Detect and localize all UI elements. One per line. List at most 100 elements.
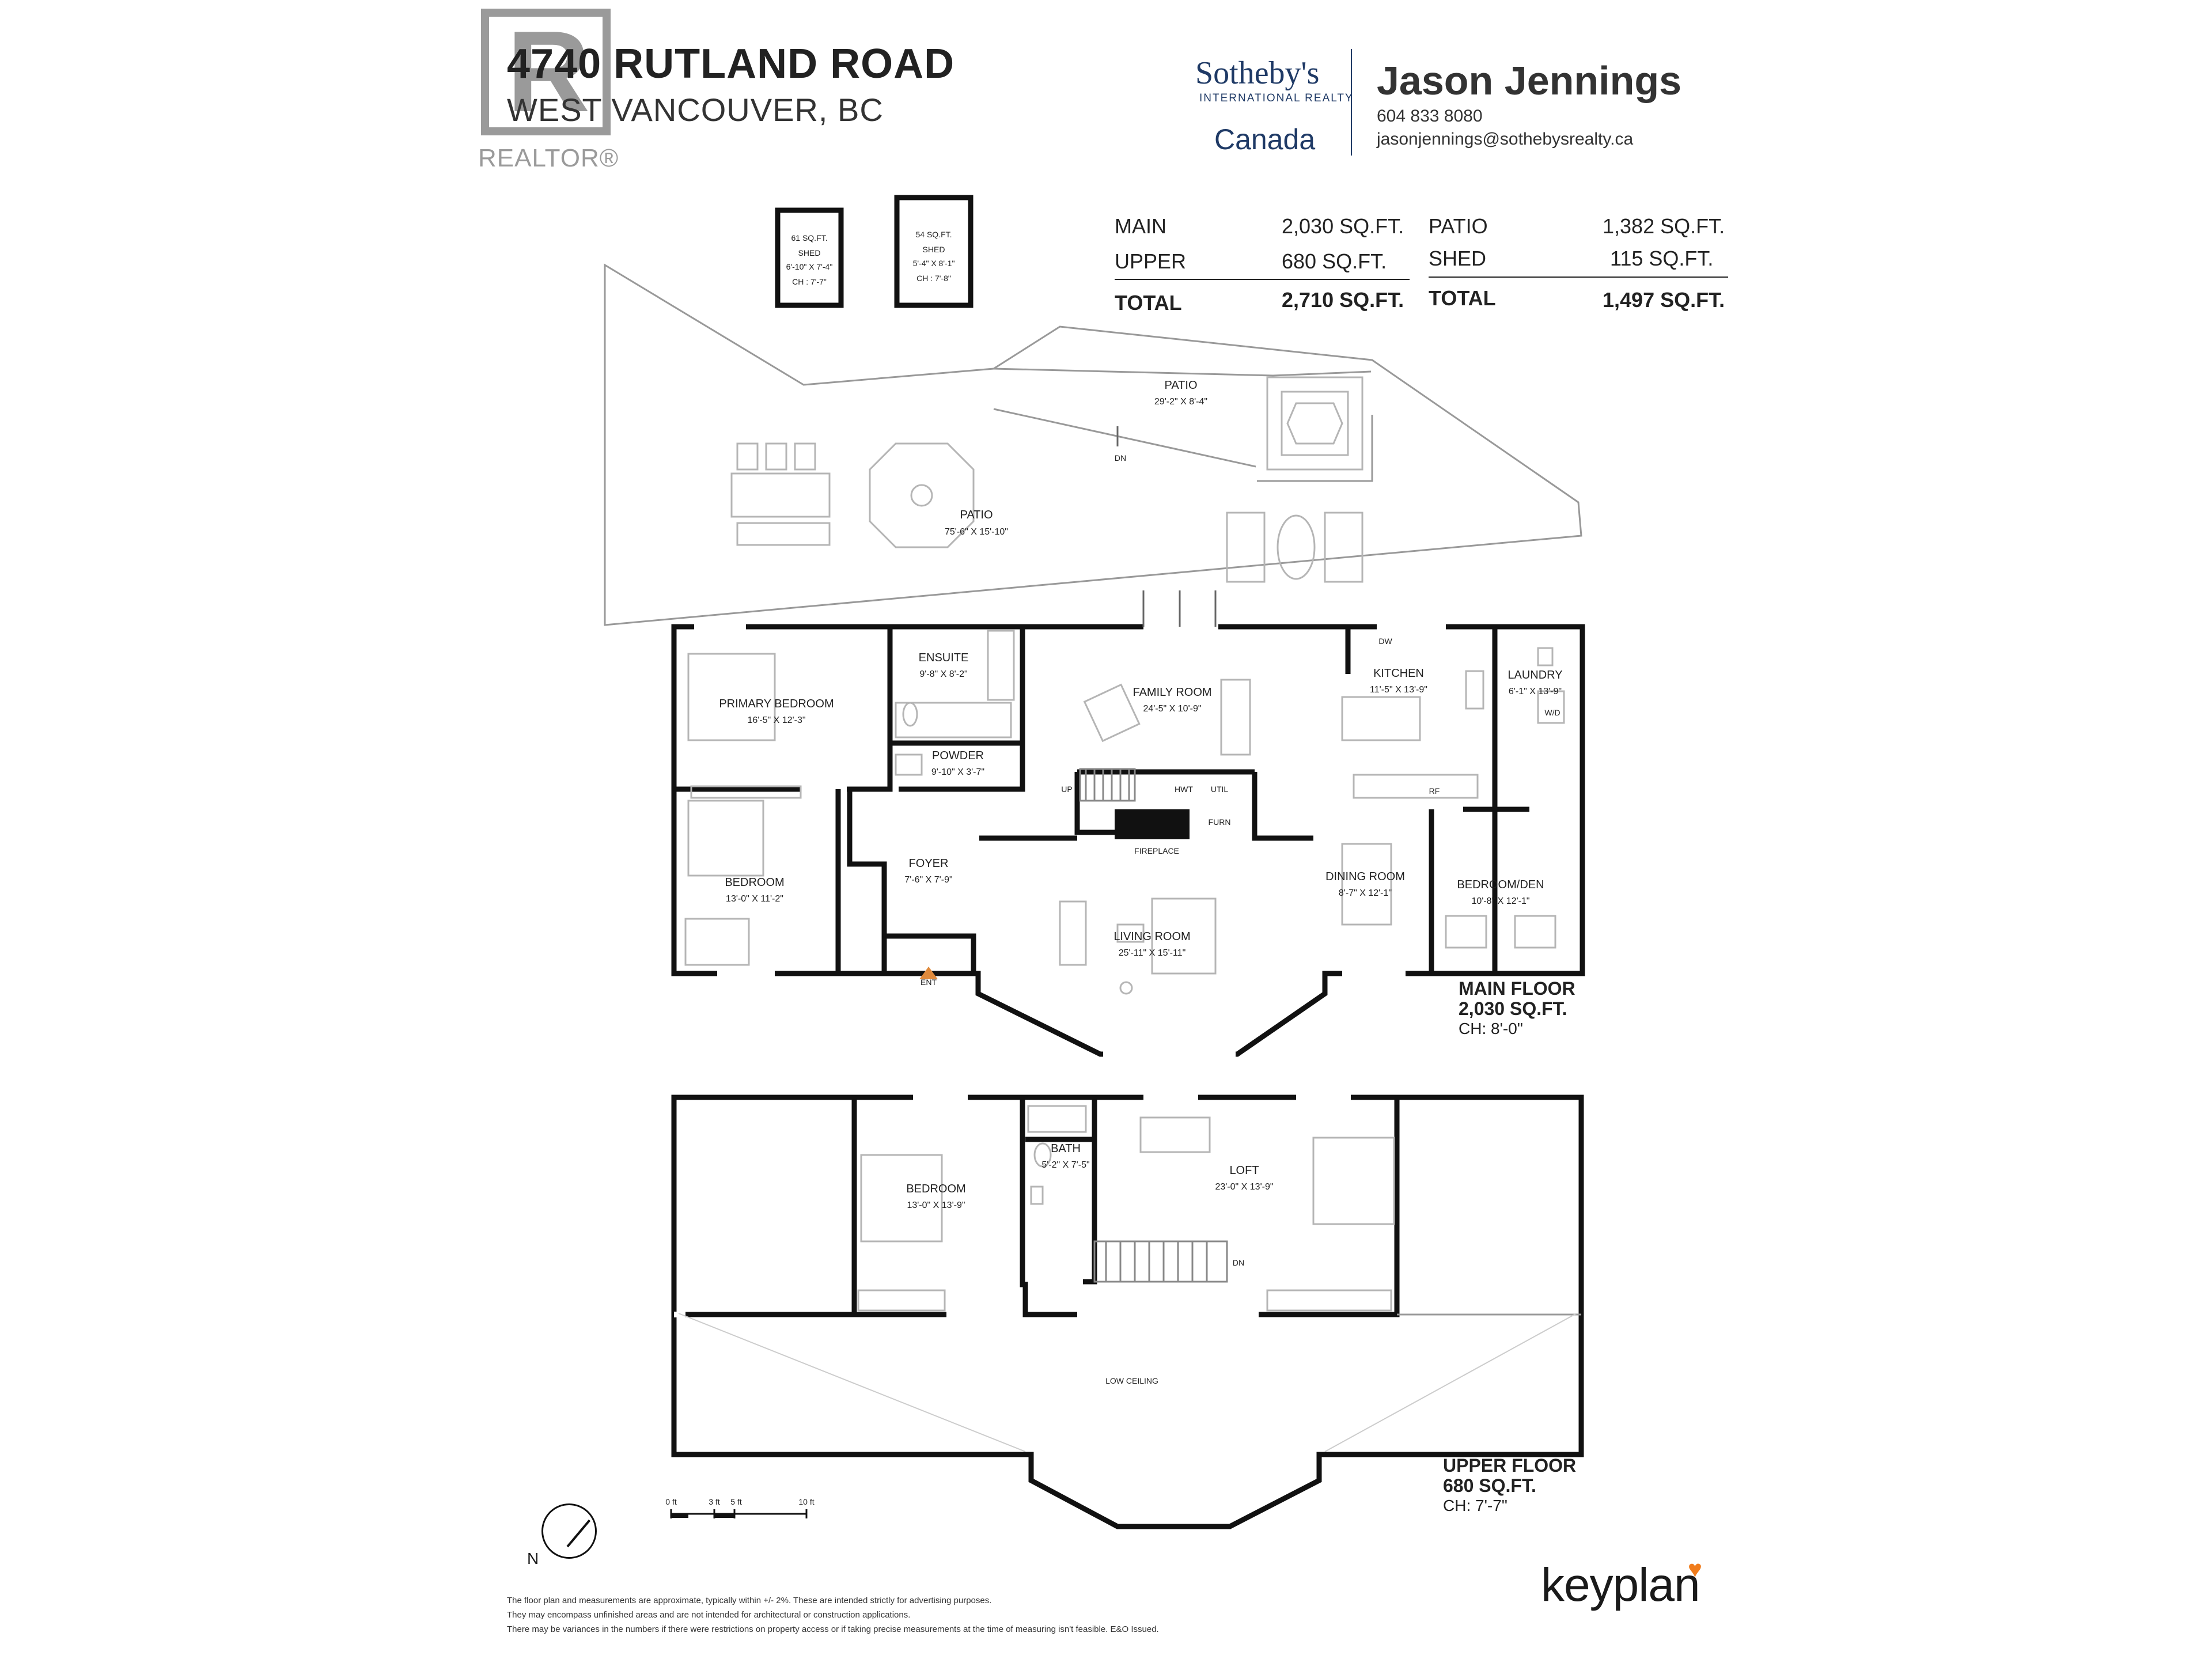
- scale-0: 0 ft: [665, 1497, 677, 1506]
- area-right-total-value: 1,497 SQ.FT.: [1603, 288, 1725, 312]
- area-patio-label: PATIO: [1429, 214, 1488, 238]
- disclaimer-line3: There may be variances in the numbers if…: [507, 1624, 1159, 1634]
- keyplan-logo: keyplan: [1541, 1559, 1700, 1611]
- area-upper-value: 680 SQ.FT.: [1282, 249, 1387, 273]
- address-line1: 4740 RUTLAND ROAD: [507, 41, 955, 87]
- area-shed-label: SHED: [1429, 247, 1487, 270]
- area-upper-label: UPPER: [1115, 249, 1187, 273]
- header-divider: [1351, 49, 1352, 156]
- label-upper-dn: DN: [1233, 1258, 1244, 1267]
- shed-2-ch: CH : 7'-8": [916, 274, 951, 283]
- agent-name: Jason Jennings: [1377, 58, 1682, 103]
- shed-1-area: 61 SQ.FT.: [791, 233, 827, 243]
- room-kitchen: KITCHEN: [1373, 667, 1424, 680]
- area-right-total-label: TOTAL: [1429, 286, 1496, 310]
- label-wd: W/D: [1544, 708, 1560, 717]
- room-powder: POWDER: [932, 749, 984, 762]
- compass-label: N: [527, 1550, 539, 1567]
- room-primary-bedroom-dims: 16'-5" X 12'-3": [747, 715, 805, 725]
- realtor-logo-frame: [481, 9, 611, 135]
- scale-5: 5 ft: [730, 1497, 742, 1506]
- scale-bar: 0 ft 3 ft 5 ft 10 ft: [665, 1497, 815, 1518]
- scale-10: 10 ft: [798, 1497, 814, 1506]
- upper-floor-area: 680 SQ.FT.: [1443, 1475, 1536, 1496]
- area-main-label: MAIN: [1115, 214, 1166, 238]
- shed-2-dims: 5'-4" X 8'-1": [913, 259, 955, 268]
- label-dw: DW: [1378, 637, 1392, 646]
- disclaimer-line1: The floor plan and measurements are appr…: [507, 1596, 992, 1605]
- room-bedroom-upper-dims: 13'-0" X 13'-9": [907, 1200, 965, 1210]
- room-ensuite: ENSUITE: [919, 652, 969, 664]
- shed-1: 61 SQ.FT. SHED 6'-10" X 7'-4" CH : 7'-7": [775, 207, 844, 308]
- room-dining-room: DINING ROOM: [1325, 870, 1405, 883]
- agent-email[interactable]: jasonjennings@sothebysrealty.ca: [1377, 130, 1634, 149]
- realtor-mark: REALTOR®: [478, 144, 619, 172]
- upper-floor-plan: BEDROOM 13'-0" X 13'-9" BATH 5'-2" X 7'-…: [671, 1094, 1584, 1529]
- patio-outline: PATIO 29'-2" X 8'-4" DN PATIO 75'-6" X 1…: [604, 263, 1582, 626]
- room-laundry: LAUNDRY: [1508, 669, 1562, 681]
- room-foyer-dims: 7'-6" X 7'-9": [904, 875, 952, 885]
- main-floor-plan: PRIMARY BEDROOM 16'-5" X 12'-3" ENSUITE …: [671, 590, 1585, 1058]
- room-powder-dims: 9'-10" X 3'-7": [931, 767, 984, 777]
- room-laundry-dims: 6'-1" X 13'-9": [1509, 687, 1562, 696]
- room-family-room-dims: 24'-5" X 10'-9": [1143, 704, 1201, 714]
- label-fireplace: FIREPLACE: [1134, 846, 1179, 855]
- area-shed-value: 115 SQ.FT.: [1610, 247, 1714, 270]
- room-living-room-dims: 25'-11" X 15'-11": [1119, 948, 1186, 958]
- patio-dn-label: DN: [1115, 453, 1126, 463]
- room-bedroom-den-dims: 10'-8" X 12'-1": [1471, 896, 1529, 906]
- patio-upper-name: PATIO: [1164, 379, 1197, 392]
- main-floor-title: MAIN FLOOR: [1459, 978, 1575, 999]
- shed-2-area: 54 SQ.FT.: [915, 230, 952, 239]
- room-loft: LOFT: [1229, 1164, 1259, 1177]
- label-rf: RF: [1429, 786, 1440, 796]
- compass-icon: [541, 1503, 597, 1559]
- brokerage-name: Sotheby's: [1195, 55, 1320, 91]
- room-bedroom-main-dims: 13'-0" X 11'-2": [726, 894, 783, 904]
- shed-1-ch: CH : 7'-7": [792, 277, 827, 286]
- room-family-room: FAMILY ROOM: [1132, 686, 1211, 699]
- label-low-ceiling: LOW CEILING: [1105, 1376, 1158, 1385]
- scale-3: 3 ft: [709, 1497, 720, 1506]
- shed-2: 54 SQ.FT. SHED 5'-4" X 8'-1" CH : 7'-8": [894, 195, 974, 308]
- upper-floor-ch: CH: 7'-7": [1443, 1497, 1508, 1514]
- entry-marker-icon: [919, 967, 938, 979]
- patio-main-dims: 75'-6" X 15'-10": [945, 527, 1008, 537]
- label-up: UP: [1061, 785, 1072, 794]
- label-util: UTIL: [1211, 785, 1229, 794]
- area-left-total-label: TOTAL: [1115, 291, 1182, 315]
- room-bath-upper: BATH: [1051, 1142, 1081, 1155]
- label-ent: ENT: [921, 978, 937, 987]
- room-primary-bedroom: PRIMARY BEDROOM: [719, 698, 834, 710]
- room-living-room: LIVING ROOM: [1113, 930, 1190, 943]
- room-bedroom-main: BEDROOM: [725, 876, 784, 889]
- upper-floor-title: UPPER FLOOR: [1443, 1455, 1576, 1476]
- room-bedroom-den: BEDROOM/DEN: [1457, 878, 1544, 891]
- disclaimer-line2: They may encompass unfinished areas and …: [507, 1610, 911, 1620]
- brokerage-country: Canada: [1214, 123, 1316, 156]
- realtor-logo-icon: R: [507, 7, 590, 136]
- shed-1-name: SHED: [798, 248, 821, 257]
- shed-2-name: SHED: [923, 245, 945, 254]
- main-floor-area: 2,030 SQ.FT.: [1459, 998, 1567, 1019]
- room-loft-dims: 23'-0" X 13'-9": [1215, 1182, 1273, 1192]
- area-patio-value: 1,382 SQ.FT.: [1603, 214, 1725, 238]
- area-left-total-value: 2,710 SQ.FT.: [1282, 288, 1404, 312]
- main-floor-ch: CH: 8'-0": [1459, 1020, 1523, 1037]
- address-line2: WEST VANCOUVER, BC: [507, 92, 884, 128]
- room-bath-upper-dims: 5'-2" X 7'-5": [1041, 1160, 1089, 1170]
- patio-main-name: PATIO: [960, 509, 993, 521]
- label-hwt: HWT: [1175, 785, 1193, 794]
- keyplan-heart-icon: ♥: [1688, 1555, 1702, 1582]
- room-dining-room-dims: 8'-7" X 12'-1": [1339, 888, 1392, 898]
- room-ensuite-dims: 9'-8" X 8'-2": [919, 669, 967, 679]
- room-kitchen-dims: 11'-5" X 13'-9": [1370, 685, 1427, 695]
- area-left-rule: [1115, 279, 1410, 280]
- room-foyer: FOYER: [909, 857, 949, 870]
- patio-upper-dims: 29'-2" X 8'-4": [1154, 397, 1207, 407]
- brokerage-sub: INTERNATIONAL REALTY: [1199, 92, 1354, 104]
- label-furn: FURN: [1209, 817, 1231, 827]
- shed-1-dims: 6'-10" X 7'-4": [786, 262, 833, 271]
- agent-phone[interactable]: 604 833 8080: [1377, 107, 1483, 126]
